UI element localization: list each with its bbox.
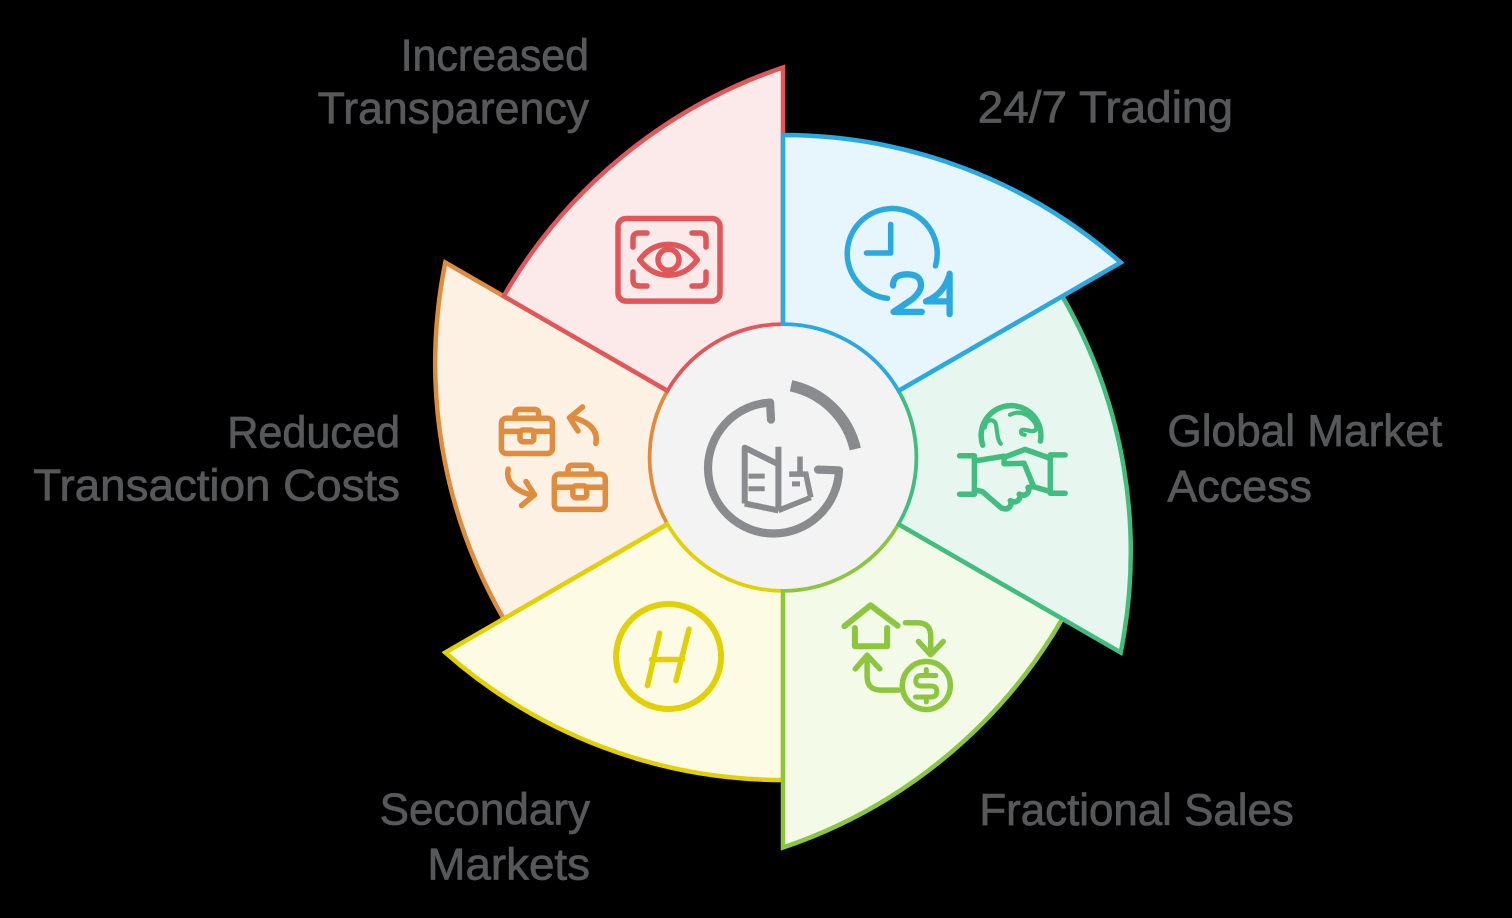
svg-text:24/7 Trading: 24/7 Trading — [978, 83, 1233, 132]
svg-text:Global Market: Global Market — [1167, 407, 1442, 456]
svg-text:Transaction Costs: Transaction Costs — [33, 462, 400, 511]
svg-text:Fractional Sales: Fractional Sales — [979, 786, 1293, 835]
svg-text:Markets: Markets — [427, 840, 590, 889]
svg-text:Increased: Increased — [401, 32, 589, 81]
svg-text:Transparency: Transparency — [318, 85, 590, 134]
svg-text:Secondary: Secondary — [380, 786, 591, 835]
svg-text:Reduced: Reduced — [227, 409, 400, 458]
svg-text:Access: Access — [1167, 463, 1312, 512]
